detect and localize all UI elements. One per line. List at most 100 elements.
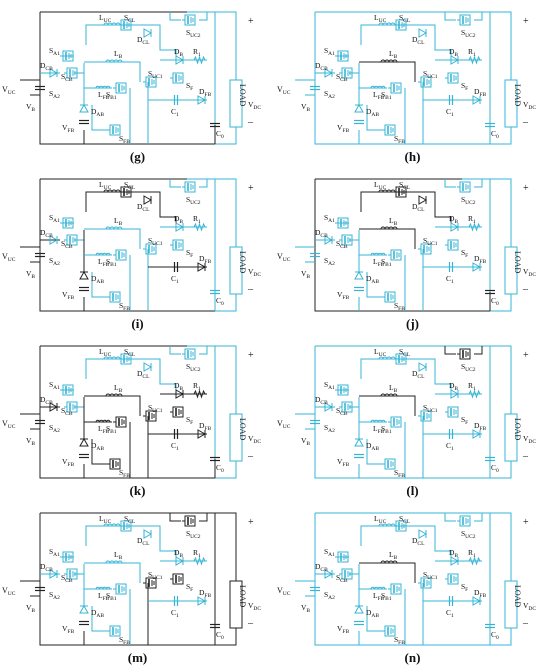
load-label: LOAD	[513, 251, 522, 273]
label-dcb: DCB	[40, 395, 53, 406]
switch-scl	[393, 19, 407, 31]
label-scl: SCL	[124, 347, 136, 358]
lb-wire	[84, 228, 141, 249]
label-dcb: DCB	[315, 562, 328, 573]
inductor-lb	[380, 226, 398, 230]
label-r1: R1	[193, 214, 201, 225]
outer-left-bottom-wire	[39, 513, 215, 646]
cl-branch-wire	[85, 191, 177, 227]
label-dcl: DCL	[137, 35, 150, 46]
diode-dcl	[143, 529, 153, 539]
label-sb1: SB1	[106, 90, 117, 101]
label-sa1: SA1	[49, 213, 60, 224]
label-sa1: SA1	[324, 547, 335, 558]
label-sa2: SA2	[49, 256, 60, 267]
switch-suc1	[143, 243, 157, 255]
label-dcb: DCB	[40, 61, 53, 72]
inductor-luc	[103, 22, 121, 26]
label-vb: VB	[301, 436, 310, 447]
inductor-lb	[380, 393, 398, 397]
label-c1: C1	[446, 441, 454, 452]
label-scl: SCL	[399, 514, 411, 525]
switch-sf	[170, 573, 184, 585]
load-top-wire	[215, 345, 237, 414]
switch-suc1	[418, 76, 432, 88]
source-vfb	[79, 119, 89, 125]
label-sfb: SFB	[394, 134, 405, 145]
label-dfb: DFB	[474, 254, 486, 265]
resistor-r1	[468, 556, 481, 566]
label-dfb: DFB	[199, 588, 211, 599]
lb-wire	[84, 395, 141, 416]
inductor-lfb	[95, 419, 111, 423]
diode-dcb	[324, 569, 334, 579]
minus-sign: –	[522, 618, 529, 629]
label-vb: VB	[301, 603, 310, 614]
label-vdc: VDC	[523, 100, 536, 111]
suc2-wire	[169, 179, 181, 188]
label-dcl: DCL	[137, 536, 150, 547]
label-c0: C0	[491, 129, 499, 140]
label-lb: LB	[114, 383, 123, 394]
label-sf: SF	[186, 81, 193, 92]
inductor-lfb	[95, 85, 111, 89]
inductor-lb	[380, 59, 398, 63]
switch-scb	[64, 234, 78, 246]
diode-dcl	[418, 28, 428, 38]
switch-suc1	[143, 410, 157, 422]
label-dfb: DFB	[474, 421, 486, 432]
switch-sa1	[60, 217, 74, 229]
label-c0: C0	[216, 129, 224, 140]
cl-branch-wire	[85, 358, 177, 394]
capacitor-c0	[210, 289, 220, 295]
label-vuc: VUC	[2, 419, 16, 430]
cl-branch-wire	[85, 24, 177, 60]
suc2-wire	[169, 346, 181, 355]
label-dfb: DFB	[199, 421, 211, 432]
switch-sb1	[388, 82, 402, 94]
plus-sign: +	[248, 517, 254, 528]
load-top-wire	[215, 178, 237, 247]
source-vfb	[354, 286, 364, 292]
resistor-r1	[193, 556, 206, 566]
load-box	[229, 413, 243, 462]
load-label: LOAD	[513, 418, 522, 440]
label-c1: C1	[446, 608, 454, 619]
label-sb1: SB1	[106, 591, 117, 602]
switch-scb	[339, 234, 353, 246]
plus-sign: +	[248, 16, 254, 27]
diode-dcl	[143, 28, 153, 38]
switch-sf	[445, 406, 459, 418]
label-lfb: LFB	[373, 424, 385, 435]
label-c1: C1	[446, 107, 454, 118]
label-dcl: DCL	[412, 202, 425, 213]
label-r1: R1	[193, 381, 201, 392]
lb-wire	[84, 562, 141, 583]
capacitor-c1	[448, 95, 454, 105]
load-top-wire	[490, 512, 512, 581]
label-luc: LUC	[99, 13, 112, 24]
inductor-luc	[378, 523, 396, 527]
panel-label-h: (h)	[404, 149, 421, 164]
sfb-wire	[91, 105, 108, 131]
diode-dcb	[49, 235, 59, 245]
switch-sfb	[107, 291, 121, 303]
label-dcl: DCL	[412, 536, 425, 547]
capacitor-c1	[173, 429, 179, 439]
output-rail-wire	[462, 178, 491, 311]
diode-dcl	[418, 529, 428, 539]
output-rail-wire	[187, 11, 216, 144]
label-sb1: SB1	[381, 591, 392, 602]
label-dcb: DCB	[315, 395, 328, 406]
capacitor-c0	[210, 456, 220, 462]
label-luc: LUC	[99, 514, 112, 525]
label-dab: DAB	[91, 441, 104, 452]
panel-label-l: (l)	[406, 483, 419, 498]
label-suc1: SUC1	[423, 236, 438, 247]
label-scl: SCL	[399, 347, 411, 358]
